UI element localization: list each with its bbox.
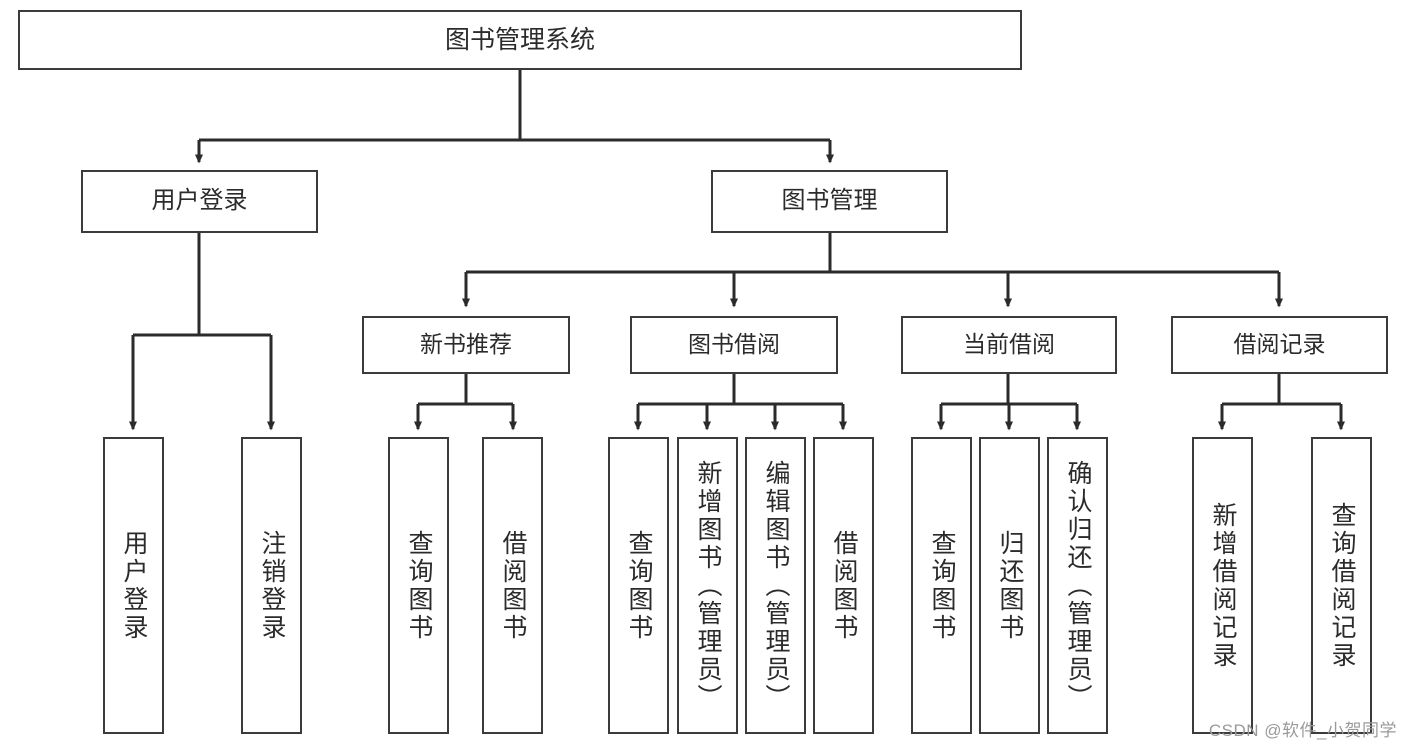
node-leaf-add-book-admin-label: 新增图书（管理员） [694,459,722,712]
node-book-management-label: 图书管理 [781,187,878,215]
node-leaf-user-login-label: 用户登录 [120,529,148,642]
node-borrow-record-label: 借阅记录 [1233,331,1326,358]
node-leaf-borrow-book-recommend-label: 借阅图书 [499,529,527,642]
node-user-login-label: 用户登录 [151,187,248,215]
node-user-login[interactable]: 用户登录 [81,170,318,233]
node-leaf-query-borrow-record[interactable]: 查询借阅记录 [1311,437,1372,734]
node-new-book-recommend-label: 新书推荐 [420,331,512,358]
node-leaf-edit-book-admin[interactable]: 编辑图书（管理员） [745,437,806,734]
csdn-watermark: CSDN @软件_小贺同学 [1208,721,1397,740]
node-leaf-add-borrow-record-label: 新增借阅记录 [1209,501,1237,670]
node-leaf-query-book-current-label: 查询图书 [928,529,956,642]
node-leaf-logout[interactable]: 注销登录 [241,437,302,734]
node-leaf-borrow-book-label: 借阅图书 [830,529,858,642]
node-book-borrow[interactable]: 图书借阅 [630,316,838,374]
node-leaf-borrow-book-recommend[interactable]: 借阅图书 [482,437,543,734]
node-leaf-confirm-return-admin-label: 确认归还（管理员） [1064,459,1092,712]
node-leaf-return-book-label: 归还图书 [996,529,1024,642]
node-leaf-return-book[interactable]: 归还图书 [979,437,1040,734]
node-borrow-record[interactable]: 借阅记录 [1171,316,1388,374]
node-leaf-query-book-current[interactable]: 查询图书 [911,437,972,734]
node-root-system-label: 图书管理系统 [444,26,595,54]
node-current-borrow-label: 当前借阅 [963,331,1055,358]
node-leaf-borrow-book[interactable]: 借阅图书 [813,437,874,734]
node-leaf-query-book-borrow[interactable]: 查询图书 [608,437,669,734]
node-leaf-add-book-admin[interactable]: 新增图书（管理员） [677,437,738,734]
node-leaf-logout-label: 注销登录 [258,529,286,642]
node-leaf-query-book-recommend[interactable]: 查询图书 [388,437,449,734]
node-leaf-confirm-return-admin[interactable]: 确认归还（管理员） [1047,437,1108,734]
node-leaf-query-book-borrow-label: 查询图书 [625,529,653,642]
node-root-system[interactable]: 图书管理系统 [18,10,1022,70]
node-leaf-edit-book-admin-label: 编辑图书（管理员） [762,459,790,712]
node-book-management[interactable]: 图书管理 [711,170,948,233]
node-book-borrow-label: 图书借阅 [688,331,780,358]
node-current-borrow[interactable]: 当前借阅 [901,316,1117,374]
node-leaf-user-login[interactable]: 用户登录 [103,437,164,734]
node-leaf-add-borrow-record[interactable]: 新增借阅记录 [1192,437,1253,734]
node-new-book-recommend[interactable]: 新书推荐 [362,316,570,374]
node-leaf-query-borrow-record-label: 查询借阅记录 [1328,501,1356,670]
node-leaf-query-book-recommend-label: 查询图书 [405,529,433,642]
